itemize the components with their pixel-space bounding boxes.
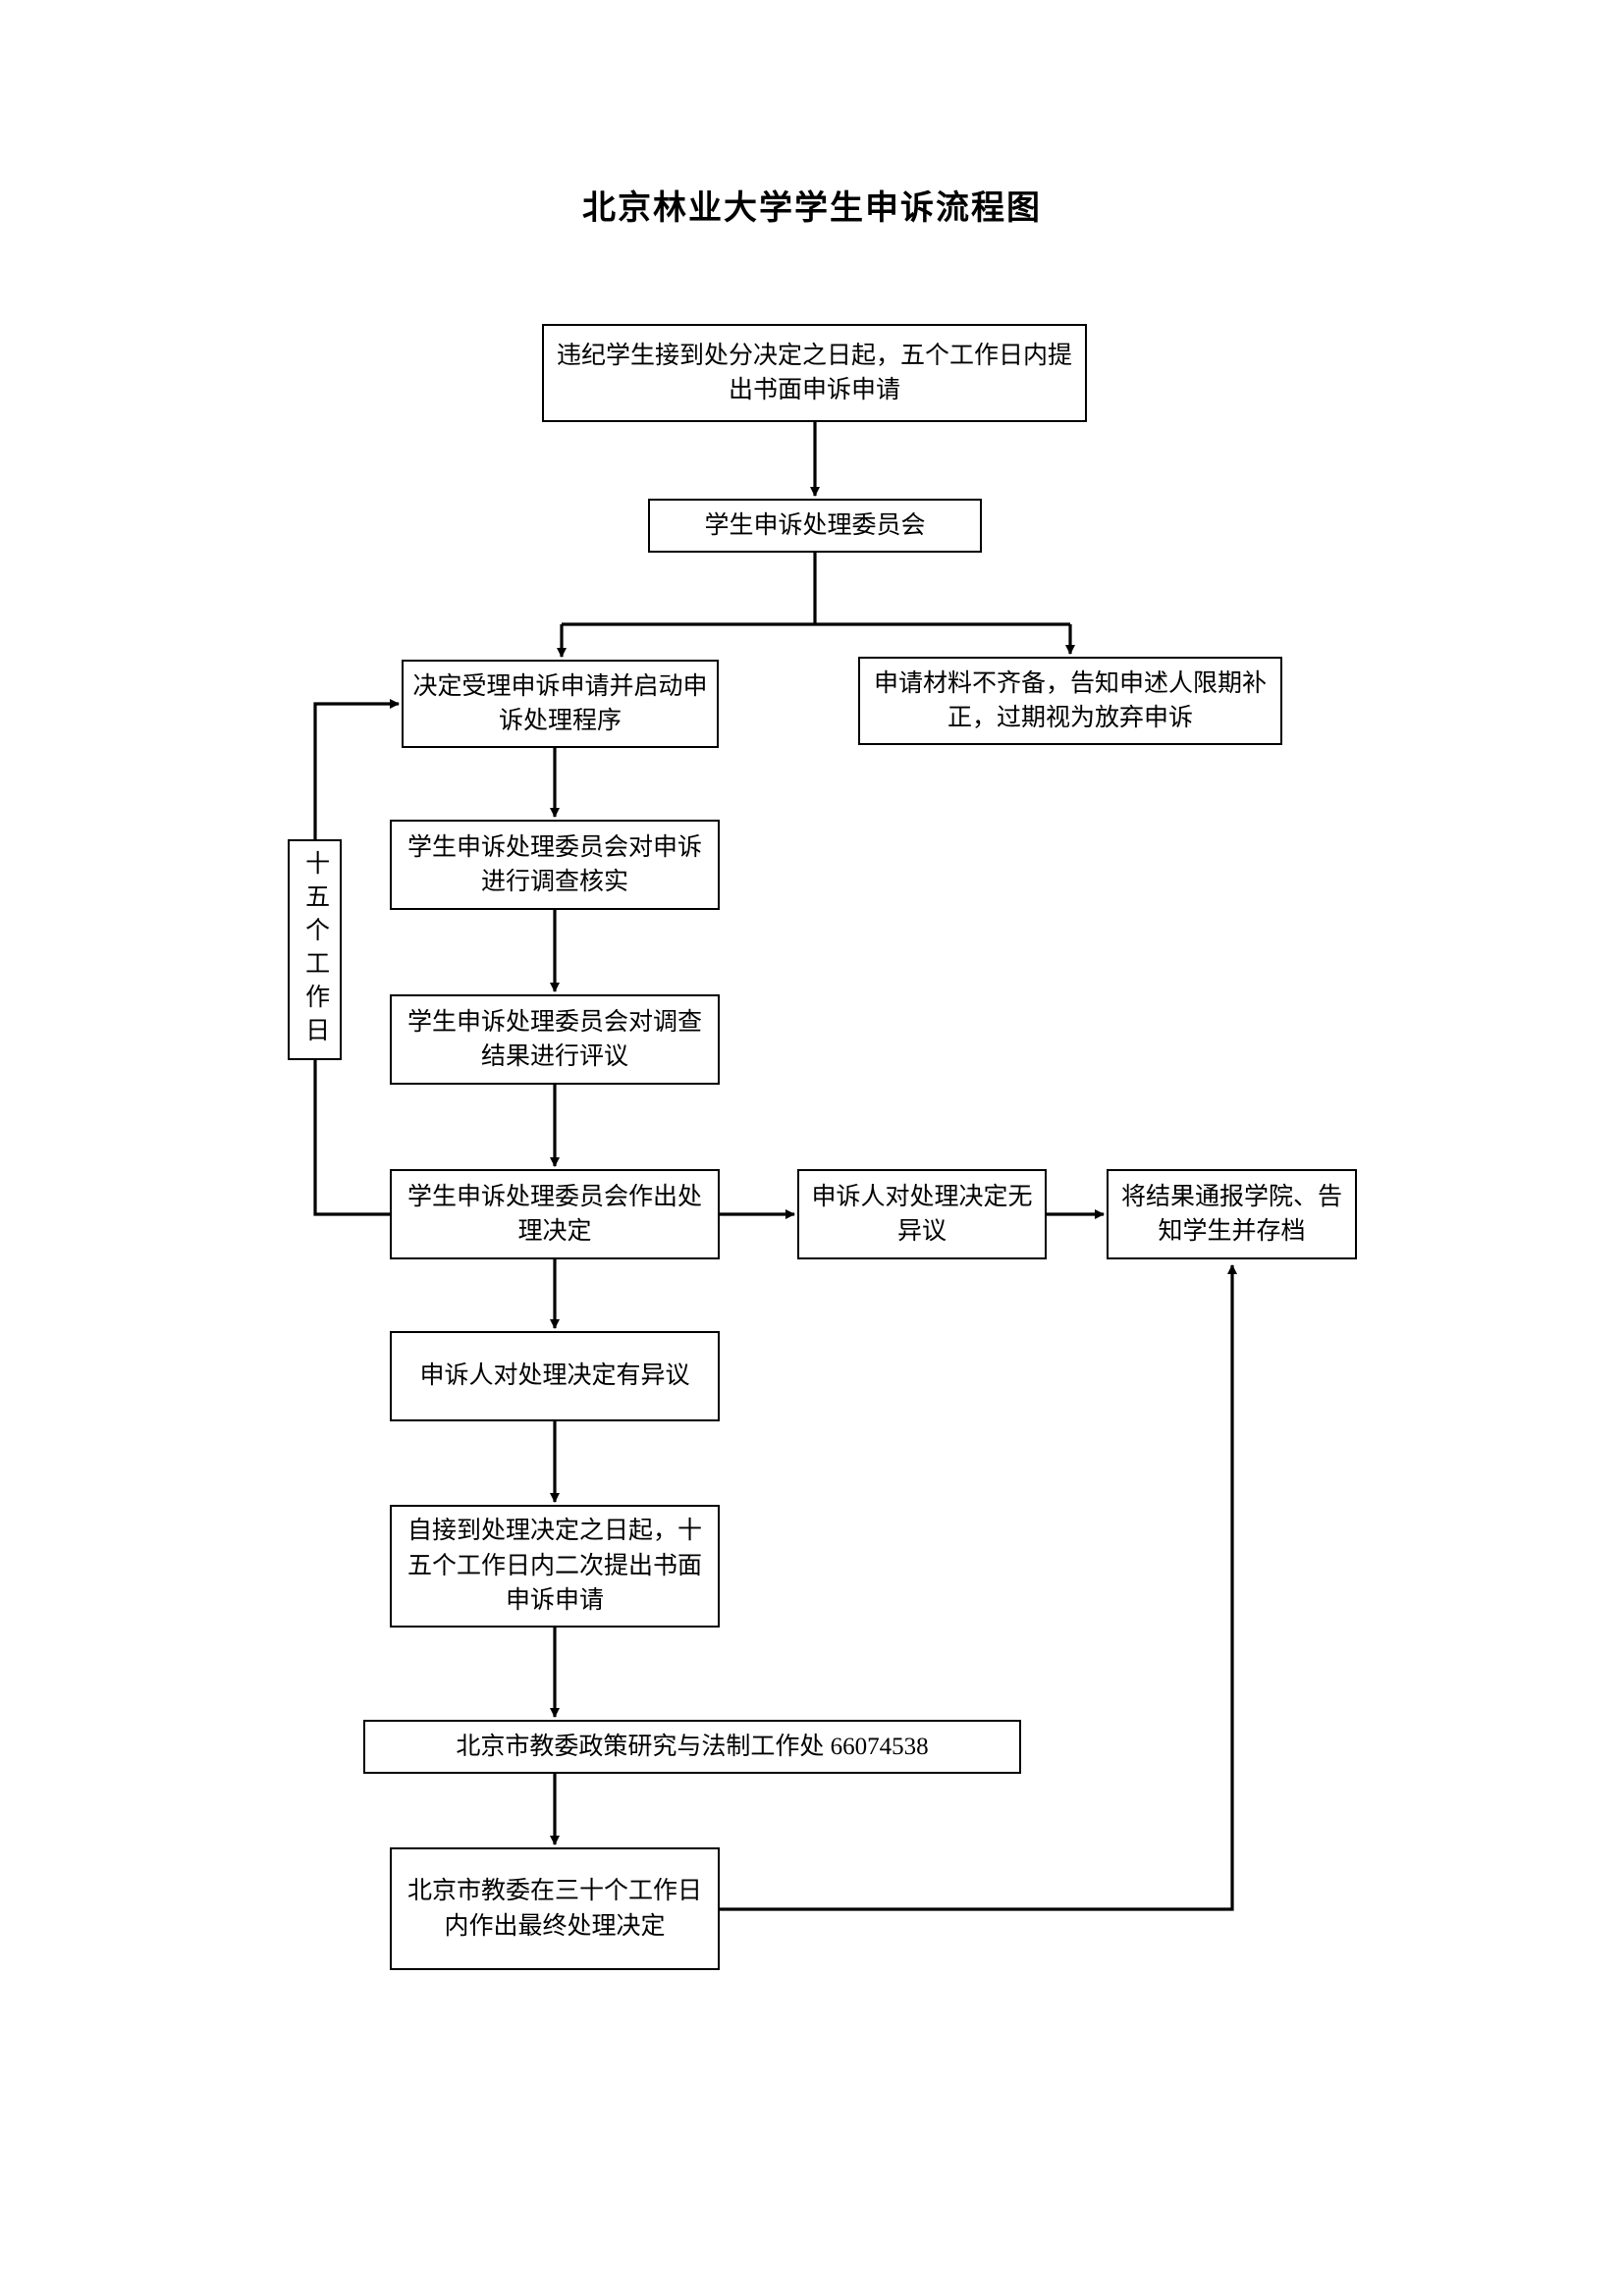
- connector-fifteen-days-upper-segment: [313, 699, 400, 839]
- node-label: 学生申诉处理委员会对调查结果进行评议: [406, 1008, 702, 1071]
- node-label: 违纪学生接到处分决定之日起，五个工作日内提出书面申诉申请: [556, 342, 1072, 404]
- node-label: 北京市教委在三十个工作日内作出最终处理决定: [406, 1878, 702, 1940]
- connector-final-to-archive: [720, 1264, 1237, 1911]
- node-committee-makes-handling-decision: 学生申诉处理委员会作出处理决定: [390, 1169, 720, 1259]
- node-municipal-education-policy-office: 北京市教委政策研究与法制工作处 66074538: [363, 1720, 1021, 1774]
- connector-fifteen-days-lower-segment: [313, 1060, 390, 1216]
- node-notify-college-and-archive: 将结果通报学院、告知学生并存档: [1107, 1169, 1357, 1259]
- node-label: 学生申诉处理委员会作出处理决定: [406, 1183, 702, 1246]
- node-committee-investigates-appeal: 学生申诉处理委员会对申诉进行调查核实: [390, 820, 720, 910]
- node-accept-appeal-and-start-procedure: 决定受理申诉申请并启动申诉处理程序: [402, 660, 719, 748]
- node-municipal-final-decision: 北京市教委在三十个工作日内作出最终处理决定: [390, 1847, 720, 1970]
- node-second-written-appeal: 自接到处理决定之日起，十五个工作日内二次提出书面申诉申请: [390, 1505, 720, 1628]
- node-label: 决定受理申诉申请并启动申诉处理程序: [412, 672, 708, 735]
- node-committee-reviews-investigation-results: 学生申诉处理委员会对调查结果进行评议: [390, 994, 720, 1085]
- node-label: 学生申诉处理委员会: [704, 511, 926, 539]
- node-student-appeal-committee: 学生申诉处理委员会: [648, 499, 982, 553]
- node-label: 申诉人对处理决定无异议: [811, 1183, 1033, 1246]
- node-fifteen-working-days-label: 十五个工作日: [288, 839, 342, 1060]
- page-title: 北京林业大学学生申诉流程图: [582, 189, 1042, 227]
- node-label: 自接到处理决定之日起，十五个工作日内二次提出书面申诉申请: [406, 1518, 702, 1615]
- node-label: 申请材料不齐备，告知申述人限期补正，过期视为放弃申诉: [873, 669, 1267, 732]
- node-label: 学生申诉处理委员会对申诉进行调查核实: [406, 833, 702, 896]
- node-incomplete-materials-notice: 申请材料不齐备，告知申述人限期补正，过期视为放弃申诉: [858, 657, 1282, 745]
- node-label: 北京市教委政策研究与法制工作处 66074538: [456, 1733, 929, 1760]
- node-appellant-has-objection: 申诉人对处理决定有异议: [390, 1331, 720, 1421]
- node-label: 将结果通报学院、告知学生并存档: [1120, 1183, 1342, 1246]
- node-label: 申诉人对处理决定有异议: [419, 1362, 690, 1390]
- node-submit-written-appeal: 违纪学生接到处分决定之日起，五个工作日内提出书面申诉申请: [542, 324, 1087, 422]
- node-label: 十五个工作日: [301, 849, 329, 1050]
- node-appellant-no-objection: 申诉人对处理决定无异议: [797, 1169, 1047, 1259]
